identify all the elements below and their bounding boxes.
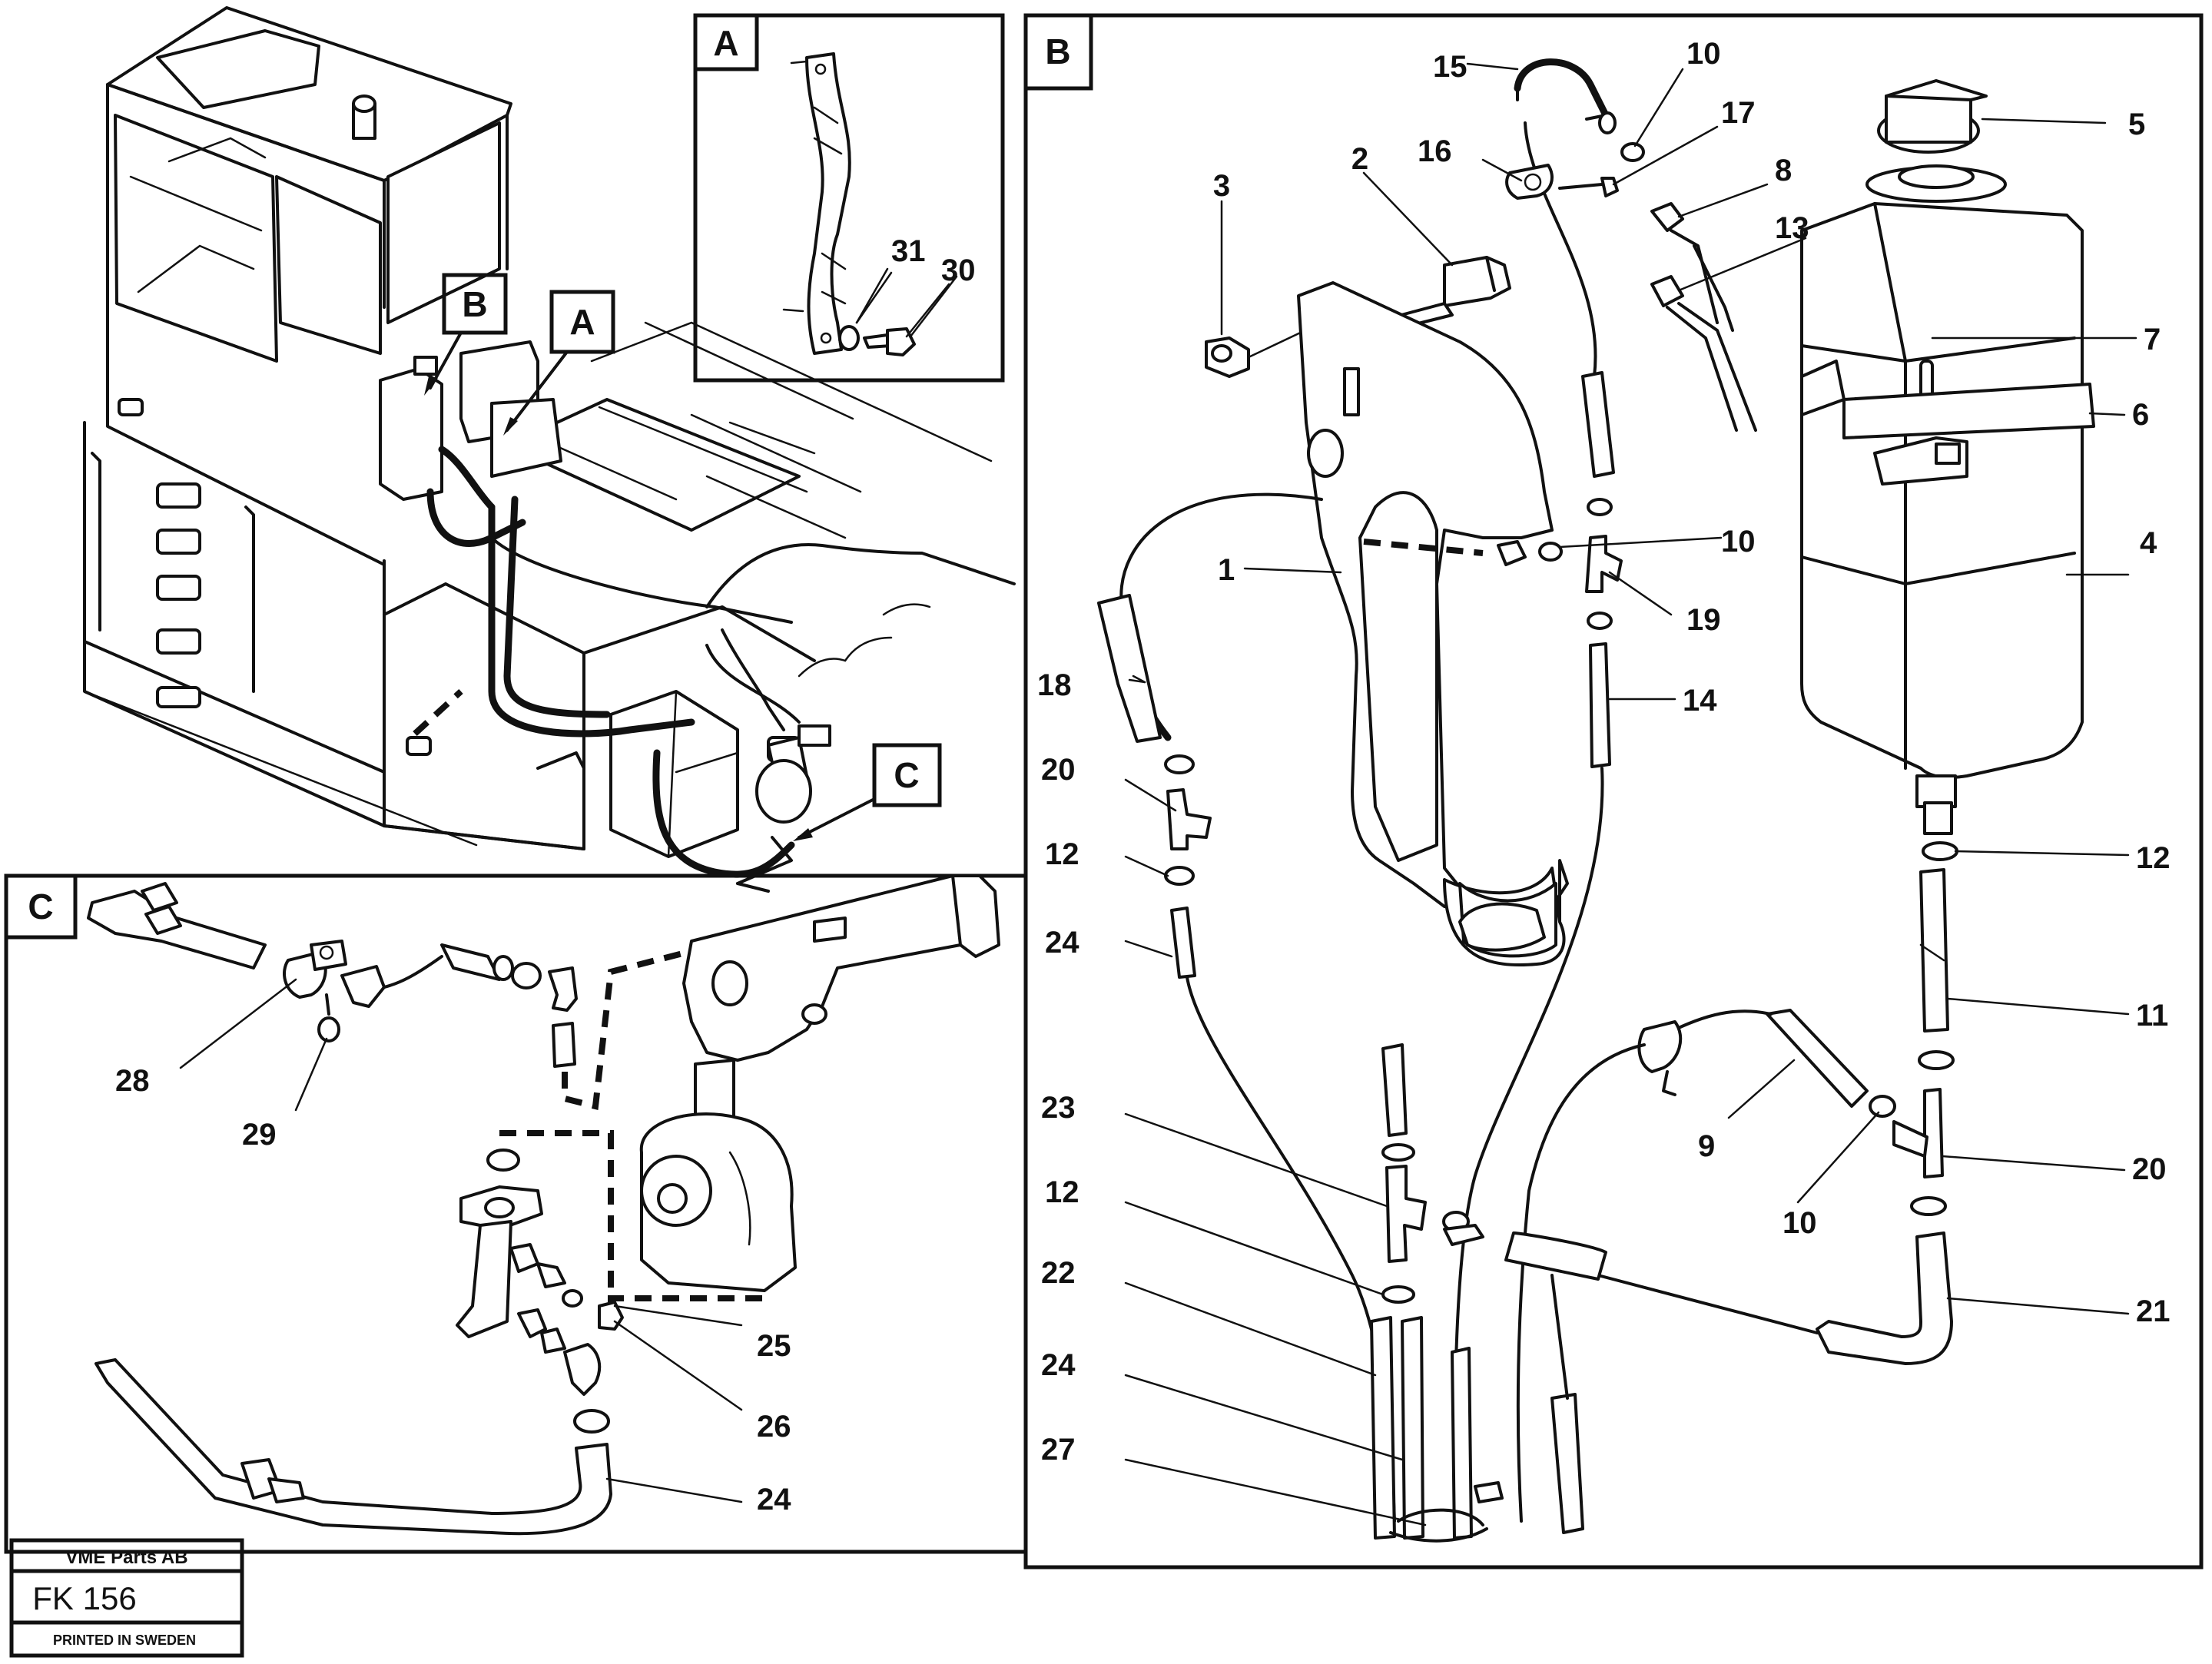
overview-callout-c: C <box>793 743 942 841</box>
title-block: VME Parts AB FK 156 PRINTED IN SWEDEN <box>9 1538 244 1658</box>
part-label: 5 <box>2128 108 2145 141</box>
part-label: 19 <box>1686 603 1721 637</box>
part-label: 6 <box>2132 398 2149 432</box>
part-label: 15 <box>1433 50 1467 84</box>
part-label: 12 <box>1045 837 1079 871</box>
part-label: 7 <box>2144 323 2161 356</box>
part-label: 30 <box>941 254 976 287</box>
part-label: 18 <box>1037 668 1072 702</box>
part-label: 24 <box>1045 926 1079 960</box>
part-label: 4 <box>2140 526 2157 560</box>
part-label: 8 <box>1775 154 1792 187</box>
part-label: 29 <box>242 1118 277 1152</box>
part-label: 25 <box>757 1329 791 1363</box>
part-label: 11 <box>2136 999 2168 1033</box>
part-label: 22 <box>1041 1256 1076 1290</box>
part-label: 17 <box>1721 96 1756 130</box>
part-label: 26 <box>757 1410 791 1444</box>
part-label: 10 <box>1686 37 1721 71</box>
svg-text:B: B <box>1045 31 1070 71</box>
part-label: 16 <box>1418 134 1452 168</box>
part-label: 1 <box>1218 553 1235 587</box>
part-label: 20 <box>2132 1152 2167 1186</box>
part-label: 3 <box>1213 169 1230 203</box>
svg-text:C: C <box>28 887 53 926</box>
part-label: 10 <box>1783 1206 1817 1240</box>
machine-overview <box>83 6 1016 893</box>
part-label: 20 <box>1041 753 1076 787</box>
svg-text:B: B <box>462 284 487 324</box>
part-label: 27 <box>1041 1433 1076 1467</box>
part-label: 9 <box>1698 1129 1715 1163</box>
part-label: 12 <box>1045 1175 1079 1209</box>
part-labels-c: 28 29 25 26 24 <box>115 1064 791 1516</box>
part-label: 2 <box>1351 142 1368 176</box>
part-label: 28 <box>115 1064 150 1098</box>
part-labels-a: 31 30 <box>891 234 976 287</box>
overview-callout-b: B <box>424 273 508 396</box>
title-block-code: FK 156 <box>32 1580 136 1616</box>
svg-text:A: A <box>569 302 595 342</box>
part-label: 14 <box>1683 684 1717 718</box>
part-label: 24 <box>757 1483 791 1516</box>
leader-lines <box>179 62 2137 1526</box>
panel-b: B <box>1023 13 2204 1570</box>
panel-c: C <box>4 873 1028 1554</box>
title-block-printed: PRINTED IN SWEDEN <box>53 1633 196 1648</box>
part-label: 13 <box>1775 211 1809 245</box>
overview-callout-a: A <box>503 290 615 436</box>
title-block-company: VME Parts AB <box>65 1547 187 1568</box>
part-label: 24 <box>1041 1348 1076 1382</box>
part-label: 12 <box>2136 841 2171 875</box>
part-label: 31 <box>891 234 926 268</box>
part-label: 21 <box>2136 1294 2171 1328</box>
part-label: 23 <box>1041 1091 1076 1125</box>
svg-text:A: A <box>713 23 738 63</box>
panel-a: A <box>693 13 1005 383</box>
part-label: 10 <box>1721 525 1756 559</box>
svg-text:C: C <box>894 755 919 795</box>
part-labels-b: 15 10 17 16 8 13 5 3 2 7 6 10 4 1 19 18 … <box>1037 37 2171 1467</box>
